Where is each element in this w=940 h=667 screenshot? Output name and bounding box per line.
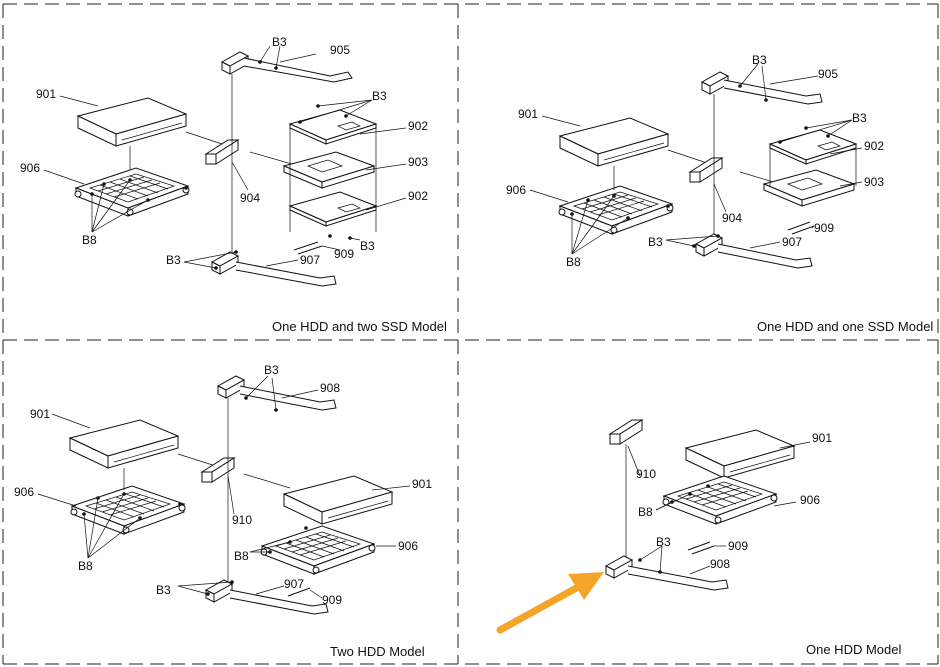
panel-caption: Two HDD Model xyxy=(330,644,425,659)
label-901: 901 xyxy=(412,477,432,491)
panel-one-hdd-two-ssd: 901 905 B3 B3 902 903 902 906 904 B8 B3 … xyxy=(20,35,447,334)
label-905: 905 xyxy=(330,43,350,57)
label-904: 904 xyxy=(722,211,742,225)
label-909: 909 xyxy=(322,593,342,607)
label-905: 905 xyxy=(818,67,838,81)
label-903: 903 xyxy=(864,175,884,189)
ssd-holder-903 xyxy=(283,151,375,189)
panel-caption: One HDD Model xyxy=(806,642,901,657)
callout-arrow-icon xyxy=(496,572,604,634)
bracket-910 xyxy=(609,419,643,445)
hdd-901 xyxy=(685,429,795,479)
label-906: 906 xyxy=(20,161,40,175)
label-b3: B3 xyxy=(156,583,171,597)
label-909: 909 xyxy=(728,539,748,553)
label-b3: B3 xyxy=(372,89,387,103)
label-901: 901 xyxy=(36,87,56,101)
ssd-902 xyxy=(769,129,857,165)
label-b3: B3 xyxy=(648,235,663,249)
label-902: 902 xyxy=(408,189,428,203)
label-b8: B8 xyxy=(566,255,581,269)
label-907: 907 xyxy=(300,253,320,267)
label-910: 910 xyxy=(636,467,656,481)
label-901: 901 xyxy=(812,431,832,445)
label-b3: B3 xyxy=(656,535,671,549)
label-908: 908 xyxy=(320,381,340,395)
ssd-902-top xyxy=(289,109,377,145)
label-904: 904 xyxy=(240,191,260,205)
label-910: 910 xyxy=(232,513,252,527)
panel-one-hdd: 901 910 B8 906 B3 909 908 One HDD Model xyxy=(496,419,901,657)
label-903: 903 xyxy=(408,155,428,169)
ssd-holder-903 xyxy=(763,169,855,207)
label-b3: B3 xyxy=(360,239,375,253)
panel-one-hdd-one-ssd: 901 905 B3 B3 902 903 906 904 B8 909 B3 … xyxy=(506,53,933,334)
label-909: 909 xyxy=(814,221,834,235)
label-908: 908 xyxy=(710,557,730,571)
hdd-901-right xyxy=(283,475,393,525)
label-b3: B3 xyxy=(852,111,867,125)
hdd-tray-906 xyxy=(558,185,674,235)
label-b8: B8 xyxy=(82,233,97,247)
label-b3: B3 xyxy=(272,35,287,49)
bracket-910 xyxy=(201,457,235,483)
label-906: 906 xyxy=(14,485,34,499)
bracket-904 xyxy=(689,157,723,183)
panel-caption: One HDD and two SSD Model xyxy=(272,319,447,334)
label-907: 907 xyxy=(782,235,802,249)
panel-two-hdd: 901 908 B3 906 910 901 B8 906 B8 B3 907 … xyxy=(14,363,432,659)
label-901: 901 xyxy=(518,107,538,121)
hdd-tray-906-right xyxy=(260,525,376,575)
label-902: 902 xyxy=(864,139,884,153)
label-906: 906 xyxy=(398,539,418,553)
connector-bottom xyxy=(211,251,239,275)
label-906: 906 xyxy=(800,493,820,507)
hdd-tray-906 xyxy=(662,475,778,525)
label-909: 909 xyxy=(334,247,354,261)
panel-borders xyxy=(2,3,939,665)
ssd-902-bottom xyxy=(289,191,377,227)
hdd-901-left xyxy=(69,419,179,469)
label-b8: B8 xyxy=(234,549,249,563)
label-907: 907 xyxy=(284,577,304,591)
label-b3: B3 xyxy=(752,53,767,67)
label-b8: B8 xyxy=(638,505,653,519)
bracket-904 xyxy=(205,139,239,165)
panel-caption: One HDD and one SSD Model xyxy=(757,319,933,334)
label-906: 906 xyxy=(506,183,526,197)
label-b3: B3 xyxy=(166,253,181,267)
label-b8: B8 xyxy=(78,559,93,573)
label-b3: B3 xyxy=(264,363,279,377)
label-902: 902 xyxy=(408,119,428,133)
label-901: 901 xyxy=(30,407,50,421)
